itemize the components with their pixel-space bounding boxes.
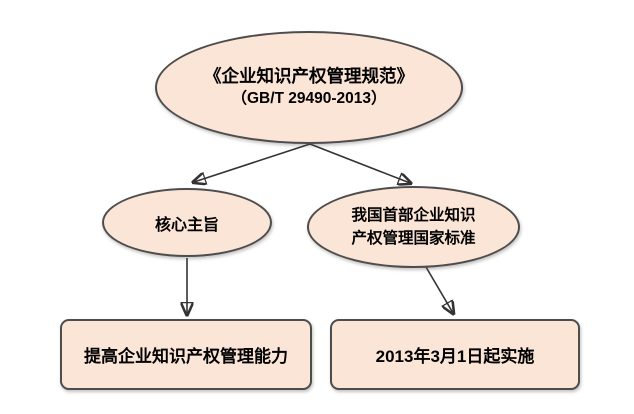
arrow-root-to-first-standard [309, 143, 410, 183]
root-node-standard-title: 《企业知识产权管理规范》 （GB/T 29490-2013） [155, 31, 463, 144]
improve-capability-node: 提高企业知识产权管理能力 [60, 319, 312, 390]
core-purpose-node: 核心主旨 [102, 188, 272, 257]
root-node-title-text: 《企业知识产权管理规范》 [204, 66, 414, 87]
arrow-first-standard-to-date [425, 266, 453, 313]
first-standard-line2: 产权管理国家标准 [351, 230, 476, 247]
implementation-date-label: 2013年3月1日起实施 [375, 347, 535, 366]
first-standard-line1: 我国首部企业知识 [351, 206, 476, 224]
improve-capability-label: 提高企业知识产权管理能力 [84, 347, 288, 366]
root-node-standard-number: （GB/T 29490-2013） [231, 89, 387, 107]
implementation-date-node: 2013年3月1日起实施 [330, 319, 580, 390]
first-national-standard-node: 我国首部企业知识 产权管理国家标准 [307, 186, 520, 268]
core-purpose-label: 核心主旨 [154, 216, 219, 234]
arrow-root-to-core [194, 143, 311, 182]
